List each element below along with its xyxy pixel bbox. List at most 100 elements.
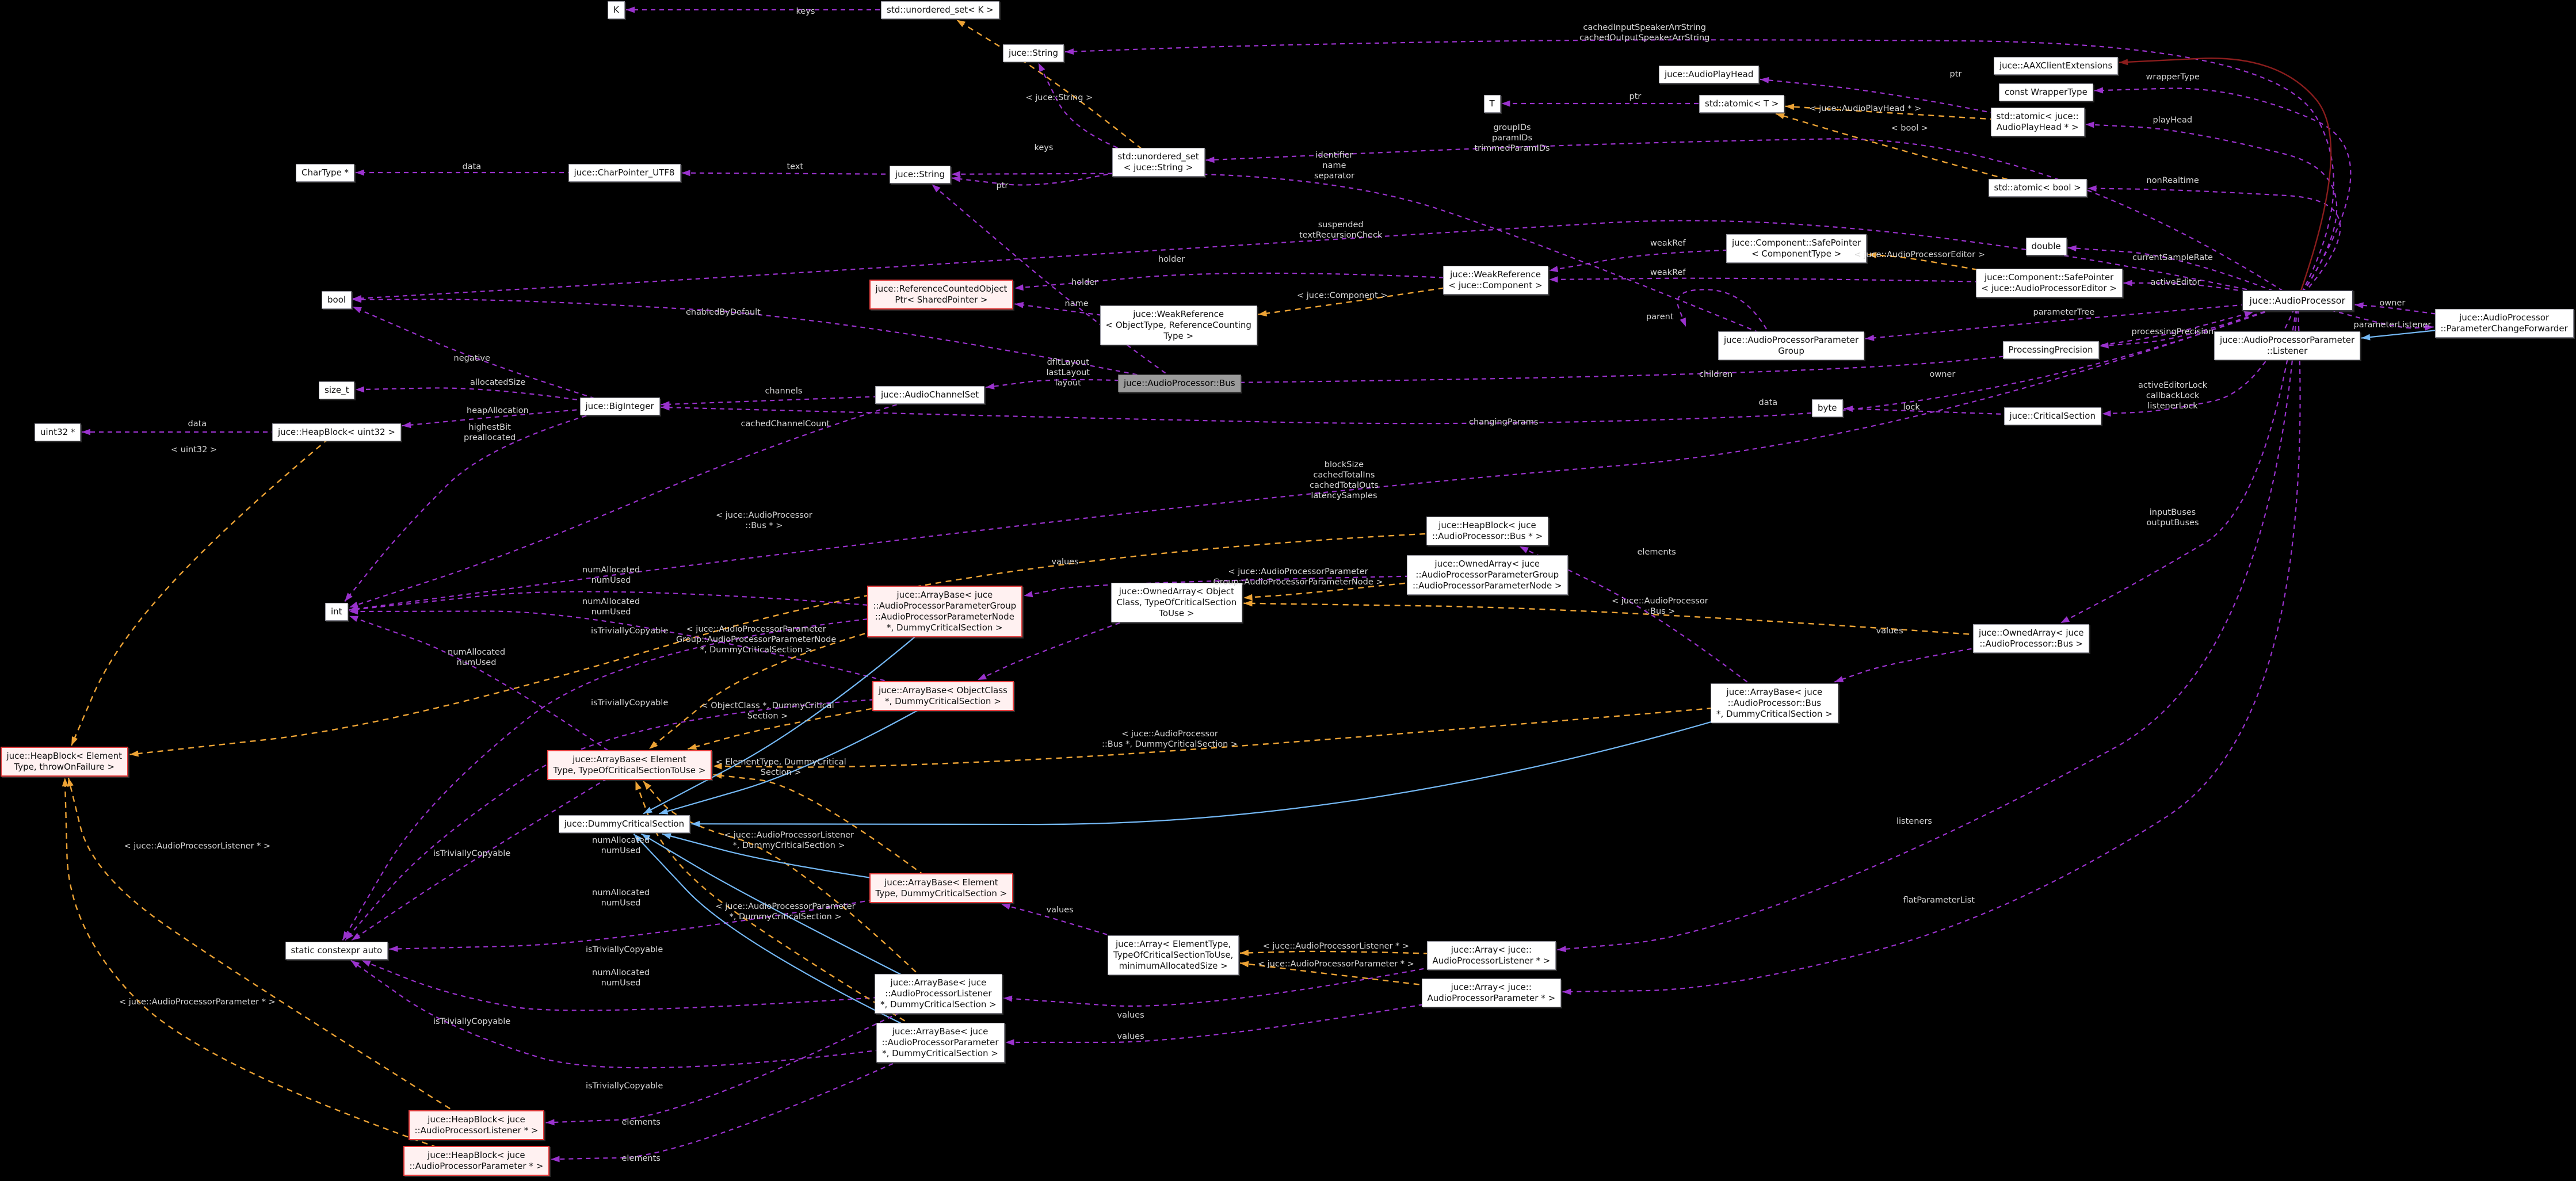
node-critsec[interactable]: juce::CriticalSection	[2003, 407, 2101, 425]
edge-hb_l-hb_tpl	[67, 777, 477, 1126]
node-listener[interactable]: juce::AudioProcessorParameter ::Listener	[2214, 331, 2361, 360]
node-wrappertype[interactable]: const WrapperType	[1999, 83, 2093, 101]
node-refptr[interactable]: juce::ReferenceCountedObject Ptr< Shared…	[869, 280, 1014, 309]
node-uint32p[interactable]: uint32 *	[35, 423, 81, 441]
edge-ab_tpl-sca	[351, 765, 630, 941]
edge-ab_node-int	[349, 591, 945, 613]
node-arr_tpl[interactable]: juce::Array< ElementType, TypeOfCritical…	[1108, 935, 1239, 975]
edge-hb_uint32-uint32p	[82, 429, 337, 435]
edge-bigint-hb_uint32	[402, 405, 620, 429]
edge-weakref_c-weakref_t	[1258, 279, 1496, 317]
node-apg[interactable]: juce::AudioProcessorParameter Group	[1718, 331, 1865, 360]
node-size_t[interactable]: size_t	[319, 381, 355, 399]
node-double[interactable]: double	[2025, 237, 2067, 255]
edge-ab_p-sca	[350, 960, 941, 1069]
node-hb_p[interactable]: juce::HeapBlock< juce ::AudioProcessorPa…	[403, 1146, 550, 1176]
node-t[interactable]: T	[1483, 94, 1501, 113]
node-safeptr_t[interactable]: juce::Component::SafePointer < Component…	[1726, 234, 1867, 263]
node-bool[interactable]: bool	[322, 291, 352, 309]
node-sca[interactable]: static constexpr auto	[285, 941, 388, 960]
edge-bus-string	[931, 184, 1180, 384]
edge-ap-safeptr_e	[2123, 280, 2298, 301]
node-hb_bus[interactable]: juce::HeapBlock< juce ::AudioProcessor::…	[1426, 517, 1549, 545]
node-chartype[interactable]: CharType *	[296, 163, 355, 182]
edge-ap-bigint	[661, 299, 2298, 425]
edge-atomic_ph-atomic_t	[1785, 104, 2038, 123]
node-charptr[interactable]: juce::CharPointer_UTF8	[568, 163, 681, 182]
node-safeptr_e[interactable]: juce::Component::SafePointer < juce::Aud…	[1975, 269, 2123, 297]
node-arr_p[interactable]: juce::Array< juce:: AudioProcessorParame…	[1421, 979, 1562, 1007]
node-aax[interactable]: juce::AAXClientExtensions	[1994, 56, 2119, 75]
edge-ab_bus-hb_bus	[1519, 546, 1775, 704]
node-ab_tpl[interactable]: juce::ArrayBase< Element Type, TypeOfCri…	[547, 750, 712, 780]
node-int[interactable]: int	[325, 602, 348, 621]
edge-arr_l-arr_tpl	[1239, 949, 1492, 957]
edge-ap-double	[2067, 245, 2298, 301]
node-ab_obj[interactable]: juce::ArrayBase< ObjectClass *, DummyCri…	[872, 681, 1014, 711]
node-oa_bus[interactable]: juce::OwnedArray< juce ::AudioProcessor:…	[1973, 624, 2090, 653]
edge-ab_et_d-sca	[389, 887, 942, 952]
edge-ap-aax	[2119, 58, 2332, 301]
node-arr_l[interactable]: juce::Array< juce:: AudioProcessorListen…	[1426, 941, 1556, 970]
node-ab_node[interactable]: juce::ArrayBase< juce ::AudioProcessorPa…	[867, 586, 1023, 637]
edge-arr_p-arr_tpl	[1239, 961, 1492, 994]
edge-atomic_bool-atomic_t	[1775, 113, 2038, 189]
node-chanset[interactable]: juce::AudioChannelSet	[875, 385, 985, 404]
node-ab_l[interactable]: juce::ArrayBase< juce ::AudioProcessorLi…	[875, 973, 1002, 1014]
edge-weakref_c-refptr	[1014, 272, 1496, 291]
node-string_top[interactable]: juce::String	[1003, 44, 1064, 62]
node-hb_tpl[interactable]: juce::HeapBlock< Element Type, throwOnFa…	[0, 747, 128, 777]
node-hb_uint32[interactable]: juce::HeapBlock< uint32 >	[272, 423, 401, 441]
edge-ab_obj-int	[349, 608, 944, 697]
edge-bigint-bool	[352, 306, 620, 407]
node-fwd[interactable]: juce::AudioProcessor ::ParameterChangeFo…	[2434, 309, 2574, 338]
edge-ab_bus-dummy	[691, 702, 1775, 827]
node-uset_k[interactable]: std::unordered_set< K >	[881, 1, 999, 19]
edge-ab_p-dummy	[633, 833, 941, 1043]
edge-oa_obj-ab_obj	[977, 601, 1177, 681]
edge-ab_l-sca	[361, 960, 939, 1011]
edge-ab_node-dummy	[643, 611, 945, 815]
node-oa_node[interactable]: juce::OwnedArray< juce ::AudioProcessorP…	[1407, 555, 1568, 595]
node-oa_obj[interactable]: juce::OwnedArray< Object Class, TypeOfCr…	[1110, 582, 1243, 622]
edge-ab_obj-dummy	[659, 695, 944, 815]
node-procprec[interactable]: ProcessingPrecision	[2002, 341, 2099, 359]
node-ap[interactable]: juce::AudioProcessor	[2241, 289, 2354, 311]
node-audioplayhead[interactable]: juce::AudioPlayHead	[1659, 65, 1760, 83]
edge-ap-arr_p	[1562, 300, 2301, 995]
node-string[interactable]: juce::String	[890, 165, 951, 184]
edge-bus-bool	[352, 296, 1180, 384]
node-hb_l[interactable]: juce::HeapBlock< juce ::AudioProcessorLi…	[408, 1110, 545, 1140]
node-atomic_bool[interactable]: std::atomic< bool >	[1988, 178, 2087, 197]
node-ab_et_d[interactable]: juce::ArrayBase< Element Type, DummyCrit…	[869, 873, 1014, 903]
edge-hb_uint32-hb_tpl	[70, 431, 337, 746]
edge-ap-string_top	[1064, 39, 2334, 301]
edge-ab_p-hb_p	[551, 1041, 941, 1163]
node-ab_bus[interactable]: juce::ArrayBase< juce ::AudioProcessor::…	[1711, 683, 1838, 723]
node-byte[interactable]: byte	[1812, 399, 1843, 417]
edge-atomic_t-t	[1501, 100, 1742, 107]
node-atomic_t[interactable]: std::atomic< T >	[1699, 94, 1785, 113]
edge-safeptr_e-weakref_c	[1549, 276, 2050, 284]
edge-oa_node-oa_obj	[1243, 574, 1488, 601]
node-ab_p[interactable]: juce::ArrayBase< juce ::AudioProcessorPa…	[876, 1022, 1005, 1062]
edge-oa_node-ab_node	[1024, 574, 1488, 598]
node-k[interactable]: K	[608, 1, 625, 19]
edge-oa_bus-oa_obj	[1243, 600, 2032, 640]
edge-ap-atomic_bool	[2087, 185, 2341, 301]
edge-arr_l-ab_l	[1003, 954, 1492, 1007]
node-weakref_c[interactable]: juce::WeakReference < juce::Component >	[1442, 266, 1548, 295]
edge-uset_s-uset_k	[956, 19, 1159, 163]
edge-ap-apg	[1865, 299, 2298, 341]
node-bus[interactable]: juce::AudioProcessor::Bus	[1118, 374, 1241, 392]
edge-ap-fwd	[2297, 299, 2434, 331]
node-dummy[interactable]: juce::DummyCriticalSection	[558, 815, 690, 833]
node-weakref_t[interactable]: juce::WeakReference < ObjectType, Refere…	[1100, 305, 1257, 345]
node-bigint[interactable]: juce::BigInteger	[579, 397, 660, 415]
node-uset_s[interactable]: std::unordered_set < juce::String >	[1112, 148, 1205, 177]
edge-ab_l-ab_tpl	[643, 781, 939, 994]
node-atomic_ph[interactable]: std::atomic< juce:: AudioPlayHead * >	[1990, 108, 2085, 136]
